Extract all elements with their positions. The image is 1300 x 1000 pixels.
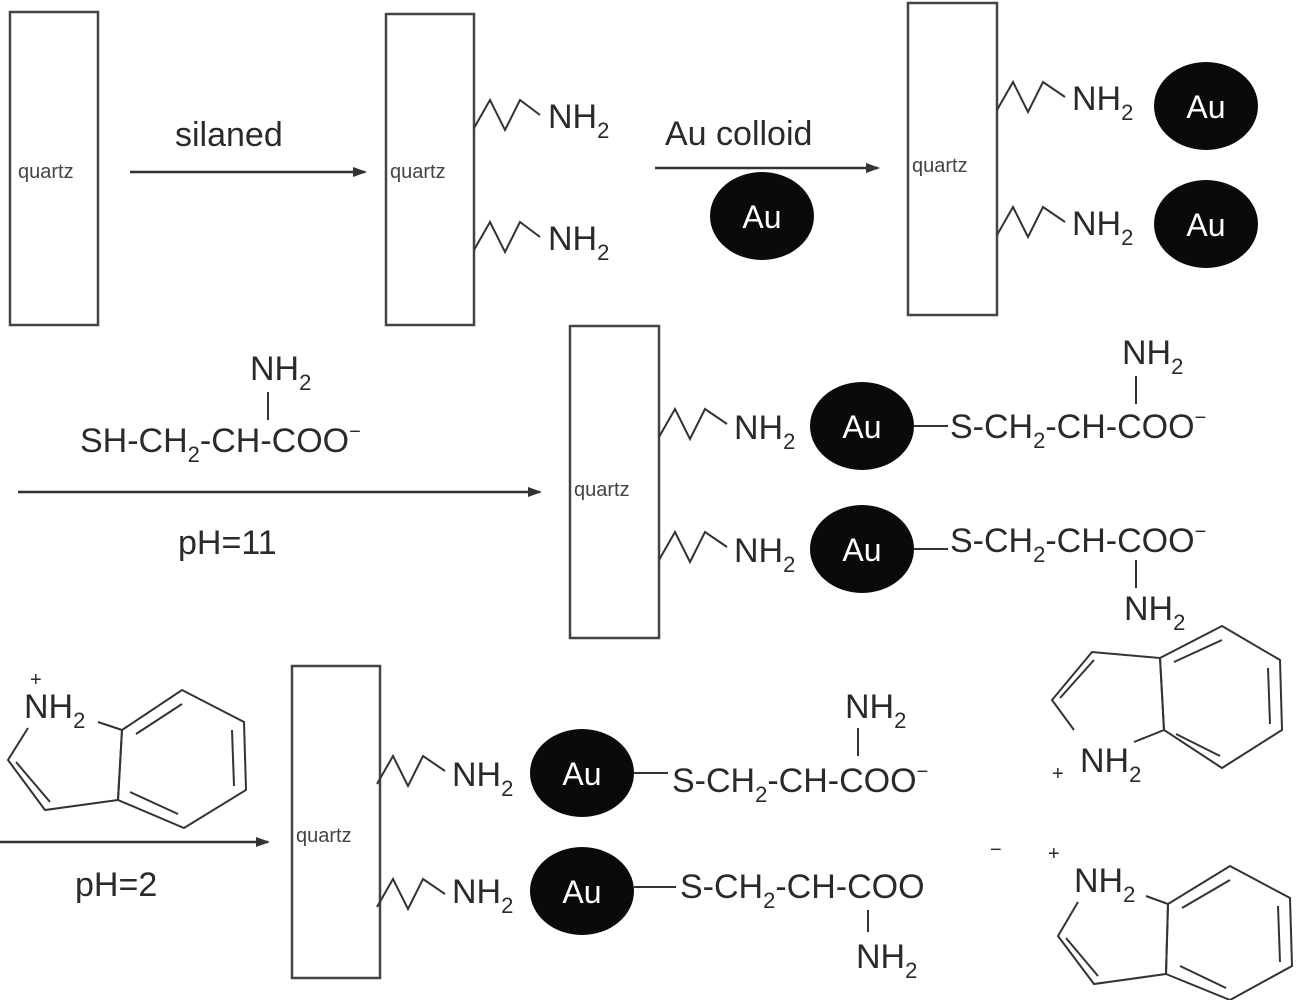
au-label: Au	[1186, 89, 1225, 125]
au-label: Au	[562, 874, 601, 910]
amine-group: NH2	[845, 688, 906, 733]
quartz-label: quartz	[18, 161, 74, 183]
cysteine-step: NH2 SH-CH2-CH-COO− pH=11	[18, 350, 542, 562]
amine-group: NH2	[250, 350, 311, 395]
amine-group: NH2	[24, 688, 85, 733]
step-label-silaned: silaned	[175, 116, 283, 154]
indolium-upper: + NH2	[1050, 624, 1284, 787]
au-label: Au	[842, 409, 881, 445]
double-bond	[129, 791, 179, 815]
cysteine-chain: S-CH2-CH-COO−	[950, 521, 1206, 567]
acid-step: pH=2	[0, 837, 270, 904]
au-nanoparticle	[710, 172, 814, 260]
ph-label: pH=11	[178, 524, 277, 562]
charge-plus: +	[1048, 843, 1060, 865]
quartz-slide-indole: quartz NH2 Au S-CH2-CH-COO− NH2 NH2 Au S…	[290, 664, 1002, 983]
double-bond	[1173, 639, 1223, 663]
amine-group: NH2	[1072, 205, 1133, 250]
au-label: Au	[742, 199, 781, 235]
indole-benzene-ring	[1158, 624, 1284, 770]
silane-linker	[996, 204, 1066, 240]
au-nanoparticle	[530, 847, 634, 935]
au-nanoparticle	[530, 729, 634, 817]
indole-benzene-ring	[116, 688, 248, 830]
charge-minus: −	[990, 839, 1002, 861]
au-label: Au	[562, 756, 601, 792]
double-bond	[1181, 879, 1231, 909]
au-label: Au	[842, 532, 881, 568]
silane-linker	[996, 79, 1066, 115]
amine-group: NH2	[856, 938, 917, 983]
double-bond	[135, 703, 183, 735]
cysteine-chain: S-CH2-CH-COO−	[672, 761, 928, 807]
amine-group: NH2	[548, 220, 609, 265]
silane-linker	[658, 406, 728, 442]
quartz-slide-cysteine: quartz NH2 Au S-CH2-CH-COO− NH2 NH2 Au S…	[568, 324, 1206, 640]
silanization-step: silaned	[130, 116, 367, 177]
double-bond	[15, 761, 51, 803]
amine-group: NH2	[1122, 334, 1183, 379]
amine-group: NH2	[452, 756, 513, 801]
cysteine-chain: S-CH2-CH-COO−	[950, 407, 1206, 453]
ph-label: pH=2	[75, 866, 157, 904]
double-bond	[1175, 733, 1221, 757]
quartz-label: quartz	[390, 161, 446, 183]
double-bond	[1179, 965, 1227, 989]
amine-group: NH2	[1072, 80, 1133, 125]
quartz-label: quartz	[912, 155, 968, 177]
quartz-slide-silaned: quartz NH2 NH2	[384, 12, 609, 327]
double-bond	[1267, 667, 1271, 725]
charge-plus: +	[1052, 763, 1064, 785]
au-colloid-step: Au colloid Au	[655, 115, 880, 260]
quartz-label: quartz	[296, 825, 352, 847]
double-bond	[1065, 937, 1099, 977]
indole-pyrrole-ring	[1050, 650, 1166, 743]
silane-linker	[473, 219, 541, 255]
cysteine-chain: S-CH2-CH-COO	[680, 868, 925, 913]
indolium-lower: + NH2	[1048, 843, 1294, 1000]
indole-benzene-ring	[1164, 864, 1294, 1000]
cysteine-formula: SH-CH2-CH-COO−	[80, 421, 361, 467]
amine-group: NH2	[548, 98, 609, 143]
indole-pyrrole-ring	[1056, 895, 1170, 986]
amine-group: NH2	[734, 532, 795, 577]
double-bond	[1277, 905, 1281, 963]
amine-group: NH2	[1074, 862, 1135, 907]
amine-group: NH2	[1080, 742, 1141, 787]
silane-linker	[658, 529, 728, 565]
au-nanoparticle	[810, 505, 914, 593]
charge-plus: +	[30, 669, 42, 691]
au-label: Au	[1186, 207, 1225, 243]
amine-group: NH2	[734, 409, 795, 454]
au-nanoparticle	[1154, 62, 1258, 150]
au-nanoparticle	[1154, 180, 1258, 268]
indole-pyrrole-ring	[6, 721, 124, 812]
double-bond	[231, 729, 235, 787]
amine-group: NH2	[1124, 590, 1185, 635]
indole-reagent: + NH2	[6, 669, 248, 830]
silane-linker	[473, 97, 541, 133]
silane-linker	[376, 876, 446, 912]
quartz-slide-au: quartz NH2 Au NH2 Au	[906, 1, 1258, 317]
quartz-label: quartz	[574, 479, 630, 501]
amine-group: NH2	[452, 873, 513, 918]
step-label-au-colloid: Au colloid	[665, 115, 812, 153]
silane-linker	[376, 753, 446, 789]
double-bond	[1059, 659, 1095, 699]
au-nanoparticle	[810, 382, 914, 470]
quartz-slide-bare: quartz	[8, 10, 100, 327]
